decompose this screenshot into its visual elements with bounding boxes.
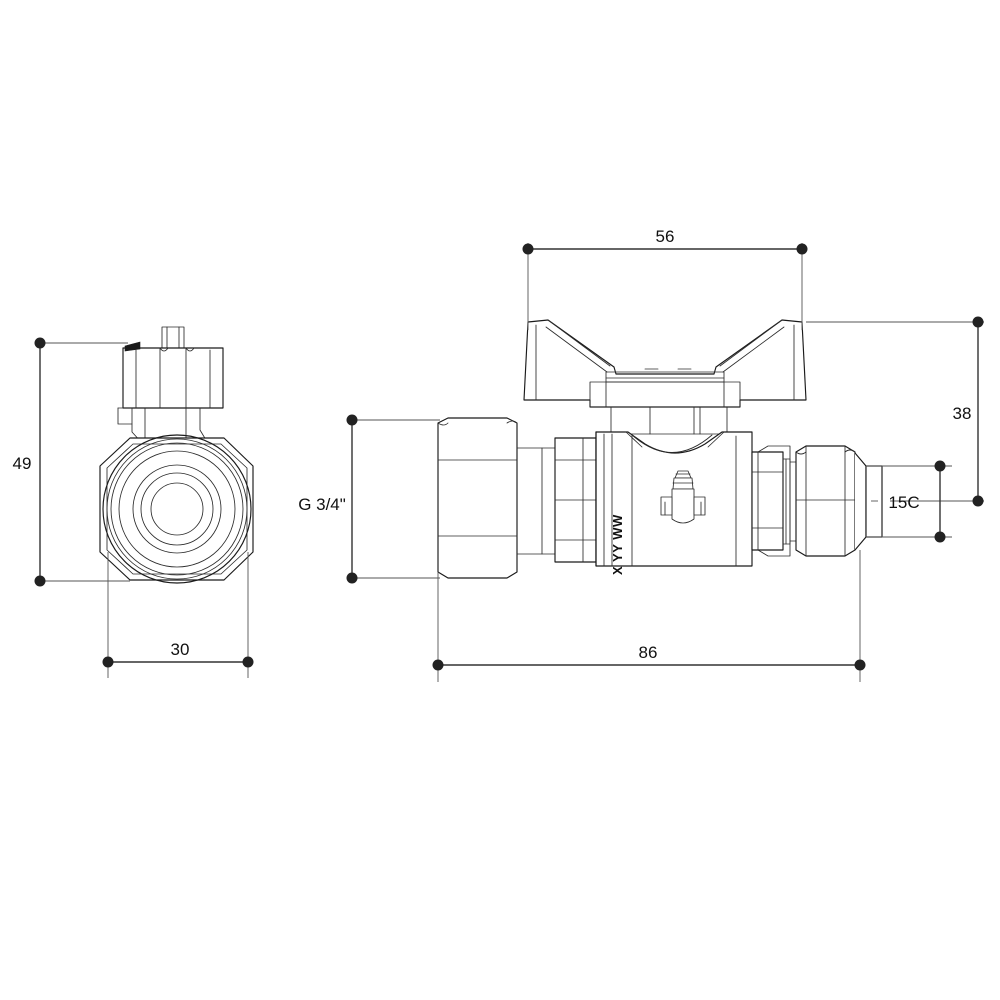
compression-nut-hidden [757,445,791,557]
dimension-86: 86 [432,550,866,682]
test-port-cap [674,470,692,479]
dimension-38: 38 [806,316,984,507]
handle-rib-left [159,347,169,352]
body-circle-outer-3 [110,442,244,576]
union-nut-chamfer-tr [506,420,518,424]
dim-56-dot-right [796,243,808,255]
handle-marker-wedge [124,341,141,352]
body-circle-outer-2 [106,438,248,580]
body-end-left [554,437,597,563]
handle-collar-step [117,407,133,425]
dim-30-dot-right [242,656,254,668]
compression-nut-chamfer-tr [844,449,856,453]
side-view: X YY WW [298,227,984,682]
valve-body: X YY WW [595,431,753,575]
valve-body-neck-l [625,431,643,448]
dim-86-label: 86 [639,643,658,662]
end-view-hex-body [99,434,254,584]
dim-15c-dot-bottom [934,531,946,543]
dim-49-dot-top [34,337,46,349]
dimension-30: 30 [102,552,254,678]
dim-30-dot-left [102,656,114,668]
handle-right-wing-top [719,319,783,367]
dim-38-dot-top [972,316,984,328]
dimension-outlet-15c: 15C [866,460,952,543]
valve-body-neck-r [707,431,725,448]
hex-outer [99,437,254,581]
handle-center-block [589,381,741,408]
union-nut-chamfer-tl [437,422,449,426]
dim-15c-dot-top [934,460,946,472]
body-circle-outer-1 [102,434,252,584]
union-nut-outline [437,417,518,579]
dim-86-dot-right [854,659,866,671]
dim-86-dot-left [432,659,444,671]
handle-rib-right [185,347,195,352]
handle-block [122,347,224,409]
dim-thread-dot-bottom [346,572,358,584]
dim-thread-dot-top [346,414,358,426]
butterfly-handle [523,319,807,435]
hex-inner [106,443,248,575]
dim-38-dot-bottom [972,495,984,507]
handle-hub-right [699,406,728,435]
body-circle-bore-inner [150,482,204,536]
handle-left-wing-top [547,319,611,367]
outlet-spigot [854,452,883,551]
test-port-flange-r [693,496,706,516]
dimension-56: 56 [522,227,808,330]
dim-49-dot-bottom [34,575,46,587]
test-port-body [671,488,695,524]
handle-left-wing-top2 [545,326,608,373]
body-circle-mid-1 [118,450,236,568]
dim-56-dot-left [522,243,534,255]
dimension-thread-inlet: G 3/4" [298,414,440,584]
body-shoulder-right [751,451,784,551]
valve-body-neck-curve-1 [631,434,713,453]
body-end-right [751,451,797,551]
end-view: 49 30 [13,326,254,678]
dim-49-label: 49 [13,454,32,473]
dim-15c-label: 15C [888,493,919,512]
dim-38-label: 38 [953,404,972,423]
handle-right-wing-top2 [722,326,785,373]
body-date-marking: X YY WW [610,514,625,575]
handle-collar-right [199,407,207,441]
dim-56-label: 56 [656,227,675,246]
dimension-49: 49 [13,337,130,587]
dim-thread-label: G 3/4" [298,495,346,514]
outlet-pipe-stub [865,465,883,538]
compression-nut-outline [795,445,856,557]
test-port [660,470,706,524]
body-circle-seat [132,464,222,554]
test-port-cap-2 [672,477,694,490]
union-nut-left [437,417,556,579]
outlet-taper [854,452,867,551]
compression-nut-chamfer-tl [795,451,807,455]
dim-30-label: 30 [171,640,190,659]
end-view-handle [117,326,224,444]
body-circle-bore-outer [140,472,214,546]
test-port-flange-l [660,496,673,516]
